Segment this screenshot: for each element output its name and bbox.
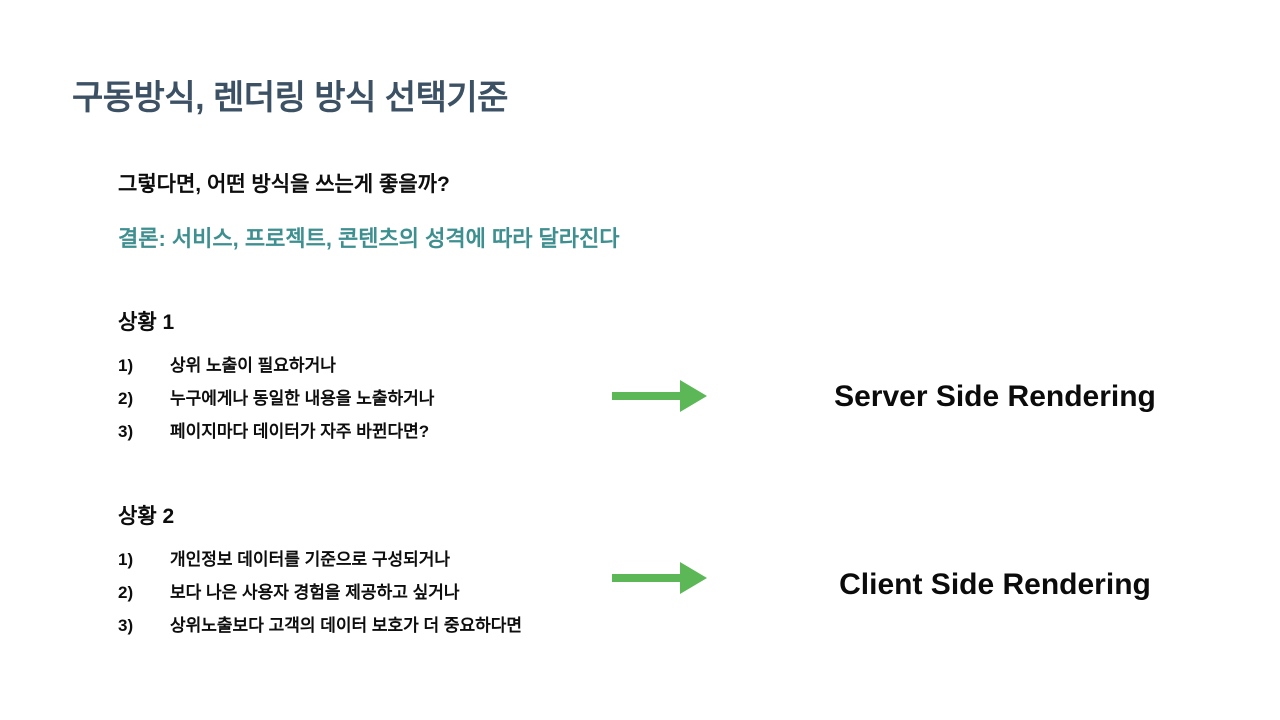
item-number: 1) [118, 550, 134, 569]
result-label-ssr: Server Side Rendering [834, 380, 1156, 413]
item-text: 보다 나은 사용자 경험을 제공하고 싶거나 [170, 583, 460, 602]
list-item: 1) 상위 노출이 필요하거나 [118, 349, 638, 382]
right-arrow-icon [612, 562, 707, 594]
result-label-csr: Client Side Rendering [839, 568, 1151, 601]
item-number: 2) [118, 389, 134, 408]
item-text: 개인정보 데이터를 기준으로 구성되거나 [170, 550, 451, 569]
item-number: 3) [118, 422, 134, 441]
conclusion-text: 결론: 서비스, 프로젝트, 콘텐츠의 성격에 따라 달라진다 [118, 226, 620, 251]
list-item: 2) 누구에게나 동일한 내용을 노출하거나 [118, 382, 638, 415]
list-item: 1) 개인정보 데이터를 기준으로 구성되거나 [118, 543, 638, 576]
item-text: 상위 노출이 필요하거나 [170, 356, 336, 375]
item-text: 페이지마다 데이터가 자주 바뀐다면? [170, 422, 430, 441]
item-number: 3) [118, 616, 134, 635]
list-item: 2) 보다 나은 사용자 경험을 제공하고 싶거나 [118, 576, 638, 609]
list-item: 3) 페이지마다 데이터가 자주 바뀐다면? [118, 415, 638, 448]
item-number: 2) [118, 583, 134, 602]
scenario-2-heading: 상황 2 [118, 505, 175, 528]
scenario-1-heading: 상황 1 [118, 311, 175, 334]
item-text: 누구에게나 동일한 내용을 노출하거나 [170, 389, 435, 408]
list-item: 3) 상위노출보다 고객의 데이터 보호가 더 중요하다면 [118, 609, 638, 642]
scenario-2-section: 상황 2 1) 개인정보 데이터를 기준으로 구성되거나 2) 보다 나은 사용… [118, 500, 638, 642]
scenario-1-section: 상황 1 1) 상위 노출이 필요하거나 2) 누구에게나 동일한 내용을 노출… [118, 306, 638, 448]
question-text: 그렇다면, 어떤 방식을 쓰는게 좋을까? [118, 173, 450, 196]
slide-title: 구동방식, 렌더링 방식 선택기준 [72, 79, 508, 117]
item-text: 상위노출보다 고객의 데이터 보호가 더 중요하다면 [170, 616, 523, 635]
item-number: 1) [118, 356, 134, 375]
right-arrow-icon [612, 380, 707, 412]
